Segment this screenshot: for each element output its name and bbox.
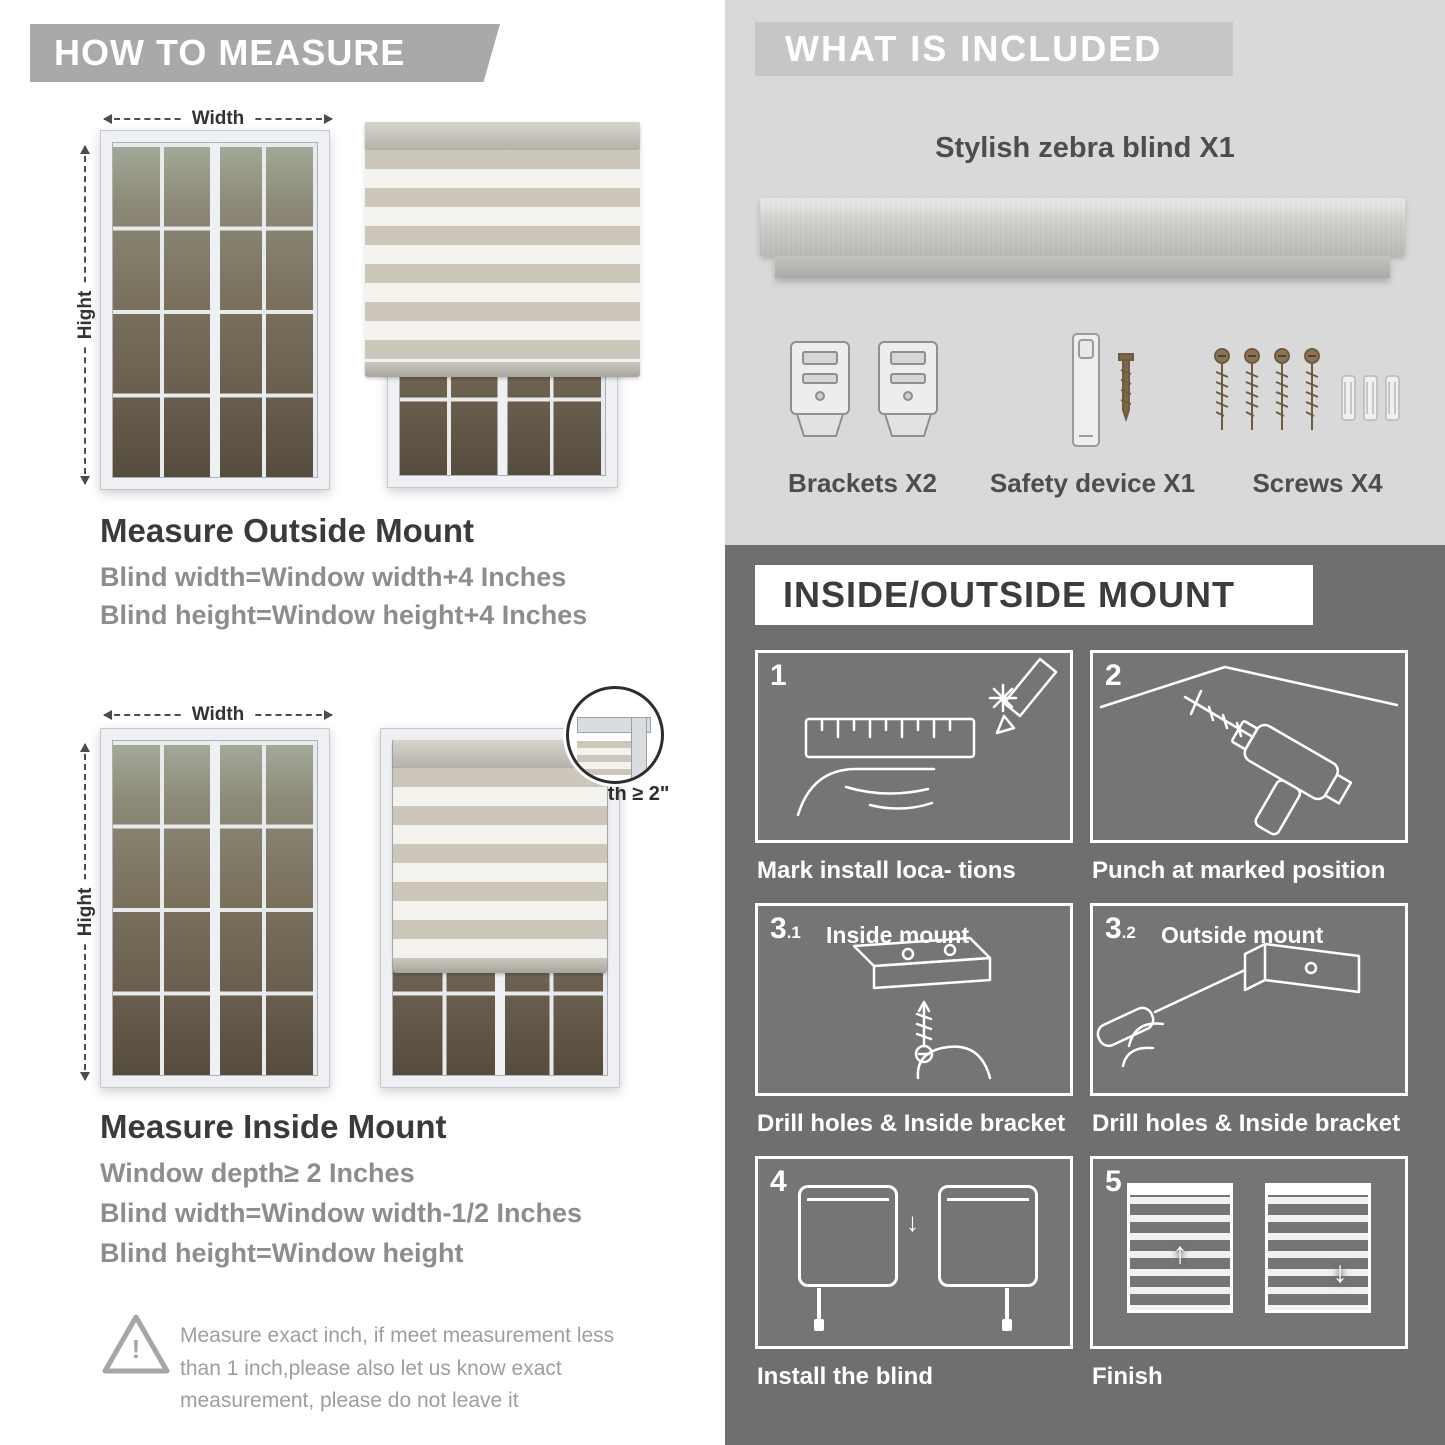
step-caption: Drill holes & Inside bracket [757,1110,1066,1137]
blind-lowered-icon: ↓ [1265,1183,1371,1313]
window-illustration-inside [100,728,330,1088]
step-panel-1: 1 [755,650,1073,843]
blind-inside-mount-illustration [380,728,620,1088]
blind-wand-icon [1002,1288,1012,1331]
height-arrow: Hight [75,145,97,485]
step-panel-4: ↓ 4 [755,1156,1073,1349]
blind-outside-mount-illustration [365,122,640,488]
step-number: 2 [1105,659,1122,692]
what-is-included-section: WHAT IS INCLUDED Stylish zebra blind X1 [725,0,1445,545]
inside-formula-height: Blind height=Window height [100,1238,464,1268]
outside-mount-title: Measure Outside Mount [100,512,475,549]
zebra-blind [365,122,640,377]
step-number: 3.1 [770,912,801,945]
how-to-measure-header: HOW TO MEASURE [30,24,500,82]
step2-drill-illustration [1099,665,1399,836]
width-arrow: Width [103,704,333,726]
width-label: Width [181,704,255,726]
exclamation-icon: ! [131,1334,141,1364]
step-caption: Drill holes & Inside bracket [1092,1110,1401,1137]
blind-edge-icon [577,741,631,775]
step3-outside-bracket-illustration [1096,942,1361,1068]
blind-fabric [393,768,607,958]
outside-formula-height: Blind height=Window height+4 Inches [100,600,588,630]
brackets-label: Brackets X2 [788,468,937,498]
brackets-icon [790,341,938,437]
step-caption: Finish [1092,1363,1163,1390]
step1-mark-illustration [796,657,1058,817]
measure-warning-text: Measure exact inch, if meet measurement … [180,1324,615,1413]
step-number: 4 [770,1165,787,1198]
width-arrow: Width [103,108,333,130]
product-label: Stylish zebra blind X1 [935,132,1235,164]
step-caption: Mark install loca- tions [757,857,1016,884]
what-is-included-header: WHAT IS INCLUDED [755,22,1233,76]
height-arrow: Hight [75,743,97,1081]
step-panel-5: ↑ ↓ 5 [1090,1156,1408,1349]
mount-instructions-section: INSIDE/OUTSIDE MOUNT 1 Mark install loca… [725,545,1445,1445]
outside-mount-label: Outside mount [1161,922,1324,948]
blind-wand-icon [814,1288,824,1331]
blind-bottom-rail [365,362,640,377]
step3-inside-bracket-illustration [852,936,992,1080]
height-label: Hight [75,282,97,348]
up-arrow-icon: ↑ [1172,1237,1188,1271]
inside-formula-depth: Window depth≥ 2 Inches [100,1158,415,1188]
depth-detail-magnifier [566,686,664,784]
step-panel-3-2: 3.2 Outside mount [1090,903,1408,1096]
window-glass [112,142,318,478]
step-caption: Punch at marked position [1092,857,1386,884]
step-number: 1 [770,659,787,692]
inside-mount-title: Measure Inside Mount [100,1108,447,1145]
safety-device-icon [1072,333,1134,447]
blind-bottom-rail [393,958,607,973]
zebra-blind [393,740,607,973]
height-label: Hight [75,879,97,945]
step-number: 3.2 [1105,912,1136,945]
mount-header: INSIDE/OUTSIDE MOUNT [755,565,1313,625]
zebra-blind-headrail-illustration [760,198,1405,256]
down-arrow-icon: ↓ [1332,1255,1348,1289]
window-glass [112,740,318,1076]
blind-front-icon [798,1185,898,1331]
step-caption: Install the blind [757,1363,934,1390]
blind-back-icon [938,1185,1038,1331]
warning-triangle-icon [102,1314,170,1374]
screws-label: Screws X4 [1252,468,1383,498]
blind-fabric [365,150,640,362]
width-label: Width [181,108,255,130]
frame-corner-icon [631,717,647,781]
down-arrow-icon: ↓ [906,1207,919,1237]
window-illustration-outside [100,130,330,490]
blind-raised-icon: ↑ [1127,1183,1233,1313]
step-number: 5 [1105,1165,1122,1198]
inside-mount-label: Inside mount [826,922,970,948]
safety-device-label: Safety device X1 [989,468,1196,498]
step-panel-2: 2 [1090,650,1408,843]
headrail-valance [775,256,1390,278]
outside-formula-width: Blind width=Window width+4 Inches [100,562,567,592]
screws-icon [1214,348,1400,431]
blind-cassette [365,122,640,150]
step-panel-3-1: 3.1 Inside mount [755,903,1073,1096]
inside-formula-width: Blind width=Window width-1/2 Inches [100,1198,583,1228]
